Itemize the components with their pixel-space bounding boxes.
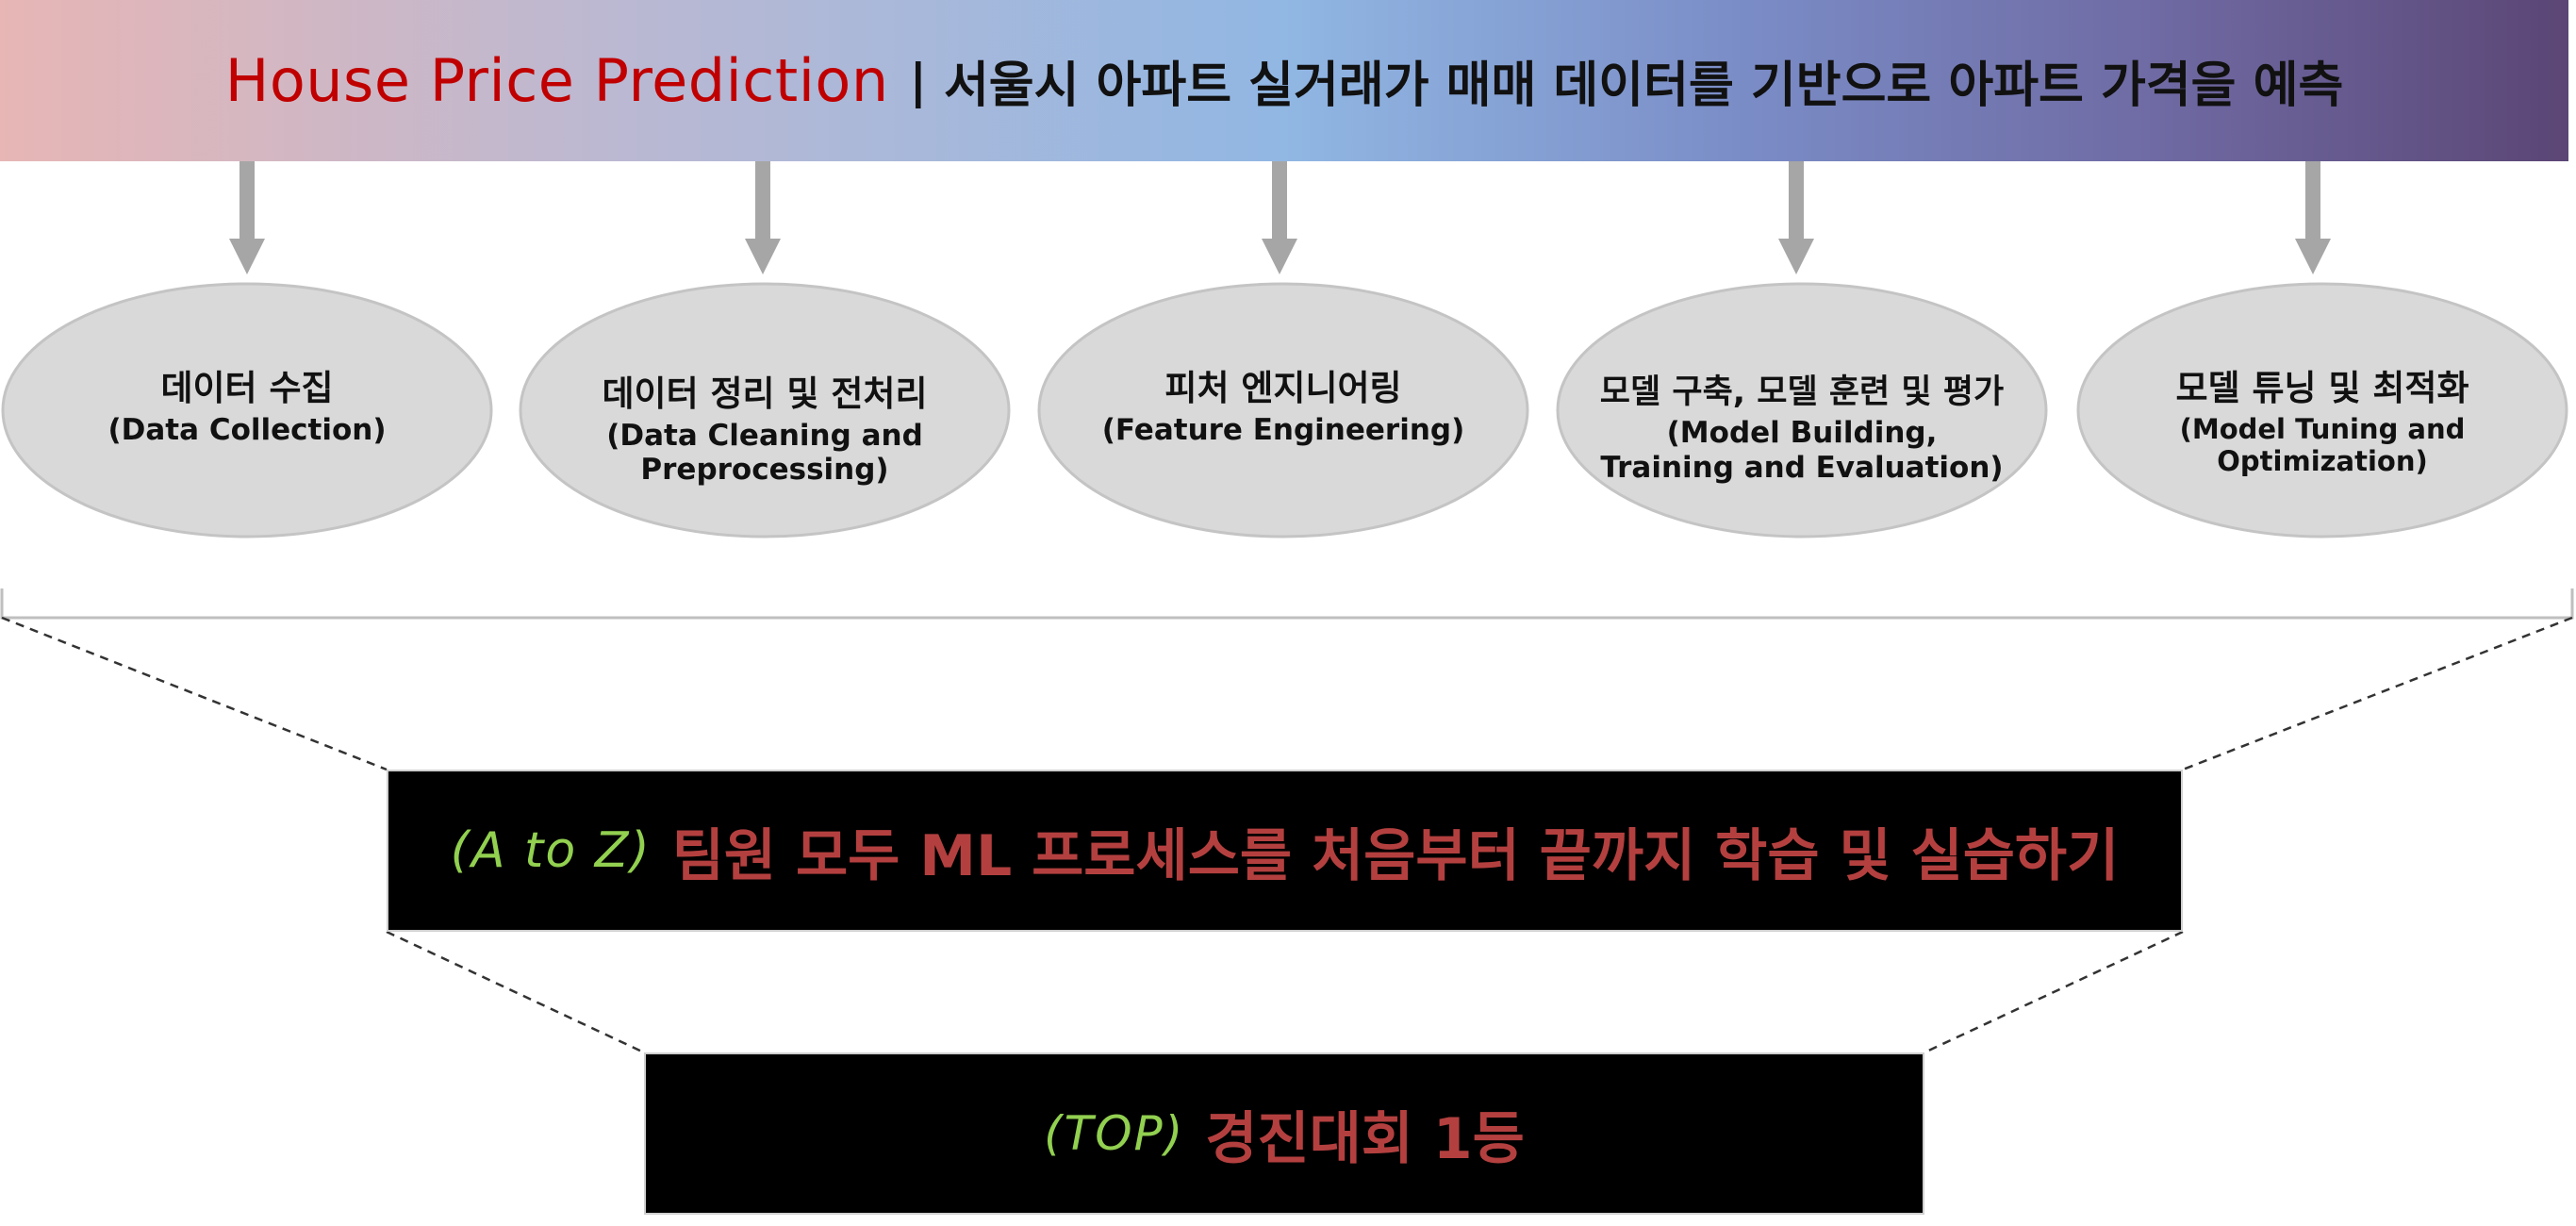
down-arrow-icon — [229, 161, 265, 274]
stage-title-ko: 모델 구축, 모델 훈련 및 평가 — [1599, 373, 2005, 411]
stage-title-ko: 모델 튜닝 및 최적화 — [2175, 368, 2469, 408]
stage-feature-engineering: 피처 엔지니어링 (Feature Engineering) — [1048, 368, 1519, 447]
down-arrow-icon — [1262, 161, 1297, 274]
stage-ellipse — [2076, 282, 2568, 538]
goal-box-learning: (A to Z) 팀원 모두 ML 프로세스를 처음부터 끝까지 학습 및 실습… — [387, 770, 2183, 932]
page-subtitle: 서울시 아파트 실거래가 매매 데이터를 기반으로 아파트 가격을 예측 — [943, 58, 2344, 114]
down-arrow-icon — [745, 161, 781, 274]
stage-model-building: 모델 구축, 모델 훈련 및 평가 (Model Building, Train… — [1561, 373, 2042, 485]
stage-ellipse — [1037, 282, 1529, 538]
goal-text: 팀원 모두 ML 프로세스를 처음부터 끝까지 학습 및 실습하기 — [671, 822, 2120, 889]
down-arrows — [229, 161, 2331, 274]
header-banner: House Price Prediction | 서울시 아파트 실거래가 매매… — [0, 0, 2568, 161]
stage-data-collection: 데이터 수집 (Data Collection) — [30, 368, 464, 447]
stage-ellipse — [1556, 282, 2048, 538]
stage-title-en: (Data Collection) — [107, 412, 387, 447]
stage-title-ko: 데이터 수집 — [160, 368, 334, 408]
stage-title-en: (Data Cleaning and Preprocessing) — [606, 418, 923, 488]
goal-tag: (A to Z) — [450, 822, 652, 879]
stage-bracket — [0, 588, 2574, 620]
stage-title-ko: 데이터 정리 및 전처리 — [602, 373, 928, 414]
stage-model-tuning: 모델 튜닝 및 최적화 (Model Tuning and Optimizati… — [2080, 368, 2565, 477]
funnel-lines — [1, 616, 2573, 1054]
page-title: House Price Prediction — [224, 46, 889, 115]
goal-text: 경진대회 1등 — [1205, 1105, 1525, 1172]
goal-box-competition: (TOP) 경진대회 1등 — [644, 1052, 1924, 1215]
stage-title-en: (Feature Engineering) — [1101, 412, 1465, 447]
goal-tag: (TOP) — [1044, 1106, 1185, 1161]
stage-title-en: (Model Tuning and Optimization) — [2179, 412, 2466, 477]
stage-data-cleaning: 데이터 정리 및 전처리 (Data Cleaning and Preproce… — [538, 373, 991, 488]
down-arrow-icon — [2295, 161, 2331, 274]
stage-ellipse — [1, 282, 493, 538]
stage-title-en: (Model Building, Training and Evaluation… — [1600, 416, 2004, 485]
stage-ellipse — [519, 282, 1011, 538]
down-arrow-icon — [1778, 161, 1814, 274]
stage-title-ko: 피처 엔지니어링 — [1164, 368, 1402, 408]
title-separator: | — [909, 53, 927, 108]
